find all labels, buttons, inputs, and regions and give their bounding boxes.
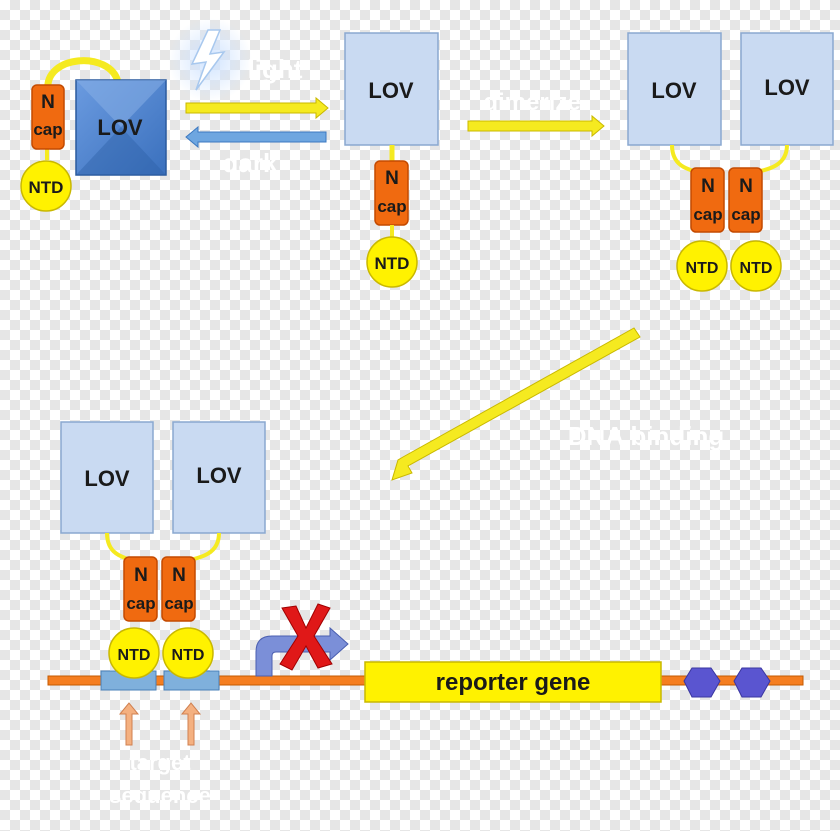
ncap-cap-label: cap (164, 594, 193, 613)
ncap-n-label: N (172, 565, 186, 586)
dark-arrow (185, 125, 327, 149)
ntd-label: NTD (118, 647, 151, 664)
reporter-gene: reporter gene (364, 661, 662, 703)
lov-label: LOV (368, 78, 414, 103)
dna-bound-ntds: NTD NTD (108, 627, 214, 679)
light-arrow (185, 96, 329, 120)
lov-domain-right (740, 32, 834, 146)
dark-label: dark (223, 148, 278, 178)
ncap-cap-label: cap (377, 197, 406, 216)
ncap-n-label: N (701, 176, 715, 197)
ntd-domain-left (108, 627, 160, 679)
ncap-domain-right (161, 556, 196, 622)
ntd-label: NTD (172, 647, 205, 664)
lov-domain-left (60, 421, 154, 534)
lov-label: LOV (764, 75, 810, 100)
lov-domain (344, 32, 439, 146)
dimerize-step: dimerize (467, 89, 605, 138)
ntd-domain-left (676, 240, 728, 292)
target-label-line2: sequence (109, 783, 211, 808)
hexagon-icon (683, 667, 721, 698)
ncap-domain-right (728, 167, 763, 233)
ncap-cap-label: cap (33, 120, 62, 139)
light-label: light (248, 54, 303, 84)
ncap-n-label: N (41, 92, 55, 113)
dimer-protein: LOV LOV N cap N cap NTD NTD (627, 32, 834, 292)
dna-binding-arrow (391, 327, 641, 481)
ncap-n-label: N (739, 176, 753, 197)
ntd-domain-right (162, 627, 214, 679)
target-sequence-indicator: target sequence (109, 702, 211, 808)
ntd-label: NTD (375, 254, 410, 273)
red-x-icon (279, 603, 333, 671)
linker (44, 57, 122, 94)
ncap-n-label: N (134, 565, 148, 586)
dna-binding-step: DNA binding (391, 327, 724, 481)
ntd-label: NTD (686, 260, 719, 277)
lov-domain-dark: LOV (75, 79, 167, 176)
lov-label: LOV (196, 463, 242, 488)
light-dark-transition: light dark (168, 18, 329, 178)
lov-domain-right (172, 421, 266, 534)
dna-bound-dimer: LOV LOV N cap N cap (60, 421, 266, 622)
ncap-n-label: N (385, 168, 399, 189)
blocked-promoter (255, 603, 349, 677)
up-arrow-icon (180, 702, 202, 746)
hexagon-icon (733, 667, 771, 698)
lightning-bolt-icon (190, 29, 226, 91)
ncap-domain (31, 84, 65, 150)
light-state-protein: LOV N cap NTD (344, 32, 439, 288)
ntd-domain (366, 236, 418, 288)
ntd-domain-right (730, 240, 782, 292)
lov-label: LOV (651, 78, 697, 103)
ncap-cap-label: cap (126, 594, 155, 613)
reporter-gene-label: reporter gene (436, 669, 591, 696)
ncap-domain-left (690, 167, 725, 233)
lov-label: LOV (97, 115, 143, 140)
ncap-cap-label: cap (731, 205, 760, 224)
dna-binding-label: DNA binding (568, 421, 724, 451)
ntd-label: NTD (740, 260, 773, 277)
downstream-elements (683, 667, 771, 698)
ntd-label: NTD (29, 178, 64, 197)
lov-label: LOV (84, 466, 130, 491)
ncap-cap-label: cap (693, 205, 722, 224)
target-label-line1: target (129, 750, 191, 775)
ncap-domain-left (123, 556, 158, 622)
dark-state-protein: N cap LOV NTD (20, 57, 167, 212)
dimerize-label: dimerize (483, 89, 580, 116)
reporter-gene-box (364, 661, 662, 703)
lov-domain-left (627, 32, 722, 146)
ntd-domain (20, 160, 72, 212)
dimerize-arrow (467, 114, 605, 138)
up-arrow-icon (118, 702, 140, 746)
